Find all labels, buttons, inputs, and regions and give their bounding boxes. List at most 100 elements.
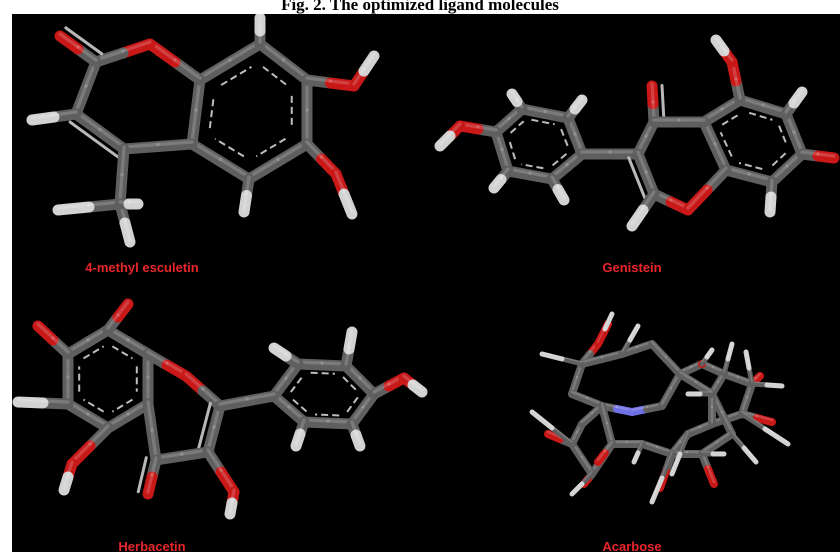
- bond: [118, 141, 164, 155]
- bond: [488, 174, 507, 194]
- bond: [549, 425, 575, 447]
- bond-highlight: [541, 351, 563, 358]
- bond-highlight: [678, 370, 698, 384]
- bond-highlight: [596, 449, 607, 462]
- molecule-panel: 4-methyl esculetin Genistein Herbacetin …: [12, 14, 840, 552]
- bond: [602, 311, 615, 332]
- bond-highlight: [694, 380, 714, 394]
- bond-highlight: [206, 448, 223, 472]
- bond-highlight: [741, 411, 766, 428]
- molecule-herbacetin: [12, 298, 428, 520]
- bond-highlight: [118, 172, 124, 204]
- bond-highlight: [120, 145, 126, 177]
- bond: [669, 451, 683, 477]
- label-4-methyl-esculetin: 4-methyl esculetin: [85, 260, 199, 275]
- bond-highlight: [492, 175, 503, 188]
- aromatic-ring-inner: [778, 125, 789, 147]
- bond: [152, 138, 198, 152]
- bond-highlight: [281, 58, 309, 80]
- bond: [238, 190, 252, 218]
- bond-highlight: [580, 355, 604, 364]
- bond-highlight: [206, 425, 216, 452]
- bond: [215, 156, 255, 185]
- bond-highlight: [66, 460, 74, 477]
- label-genistein: Genistein: [602, 260, 662, 275]
- bond: [224, 497, 238, 520]
- bond: [746, 365, 755, 387]
- bond-highlight: [715, 430, 734, 444]
- bond-highlight: [571, 481, 583, 493]
- bond: [343, 326, 358, 355]
- bond-highlight: [551, 425, 573, 443]
- bond: [739, 411, 768, 432]
- bond-highlight: [230, 488, 236, 503]
- bond: [529, 409, 555, 431]
- bond: [710, 34, 730, 57]
- bond: [290, 428, 306, 452]
- bond: [407, 379, 428, 398]
- bond: [598, 402, 611, 429]
- bond: [788, 86, 808, 109]
- bond-highlight: [121, 40, 152, 53]
- bond: [646, 80, 659, 110]
- bond: [272, 138, 313, 167]
- bond-highlight: [706, 465, 716, 484]
- bond-highlight: [184, 372, 205, 391]
- label-herbacetin: Herbacetin: [118, 539, 186, 552]
- aromatic-ring-inner: [262, 66, 288, 86]
- bond-highlight: [36, 322, 55, 340]
- bond: [569, 481, 585, 497]
- aromatic-ring-inner: [111, 345, 133, 360]
- bond-highlight: [476, 125, 498, 132]
- aromatic-ring-inner: [314, 413, 340, 417]
- bond-highlight: [605, 421, 614, 444]
- bond-highlight: [242, 191, 249, 212]
- bond-highlight: [743, 445, 757, 461]
- bond-highlight: [580, 455, 594, 474]
- bond-highlight: [597, 326, 606, 343]
- bond-highlight: [769, 178, 774, 197]
- molecule-4-methyl-esculetin: [26, 14, 380, 248]
- bond-highlight: [352, 67, 366, 86]
- bond: [350, 429, 366, 452]
- aromatic-ring-inner: [550, 153, 568, 168]
- bond-highlight: [734, 77, 742, 100]
- bond: [569, 94, 588, 115]
- bond-highlight: [637, 441, 643, 452]
- bond: [619, 337, 633, 357]
- aromatic-ring-inner: [310, 371, 335, 375]
- aromatic-ring-inner: [748, 111, 773, 121]
- aromatic-ring-inner: [560, 128, 570, 148]
- bond-highlight: [660, 386, 673, 406]
- aromatic-ring-inner: [342, 376, 358, 392]
- bond: [12, 396, 49, 409]
- bond-highlight: [448, 122, 462, 136]
- bond-highlight: [198, 58, 232, 80]
- bond: [626, 204, 649, 232]
- bond-highlight: [580, 411, 594, 424]
- bond-highlight: [766, 382, 783, 385]
- figure-caption: Fig. 2. The optimized ligand molecules: [281, 0, 559, 14]
- bond-highlight: [146, 473, 154, 494]
- bond: [595, 326, 608, 347]
- aromatic-ring-inner: [508, 139, 517, 160]
- bond-highlight: [116, 300, 130, 317]
- bond: [112, 298, 134, 323]
- bond-highlight: [630, 206, 645, 226]
- bond-highlight: [228, 499, 234, 514]
- bond: [58, 471, 74, 496]
- molecule-acarbose: [529, 311, 791, 505]
- bond-highlight: [764, 426, 789, 443]
- bond-highlight: [106, 313, 120, 330]
- bond-highlight: [550, 175, 560, 190]
- bond-highlight: [600, 402, 609, 425]
- bond-highlight: [74, 84, 88, 114]
- bond: [142, 398, 158, 438]
- bond: [704, 465, 718, 488]
- bond: [594, 449, 609, 466]
- bond: [649, 475, 665, 505]
- bond: [764, 191, 777, 218]
- bond-highlight: [573, 96, 584, 109]
- bond-highlight: [30, 113, 56, 120]
- aromatic-ring-inner: [531, 118, 555, 126]
